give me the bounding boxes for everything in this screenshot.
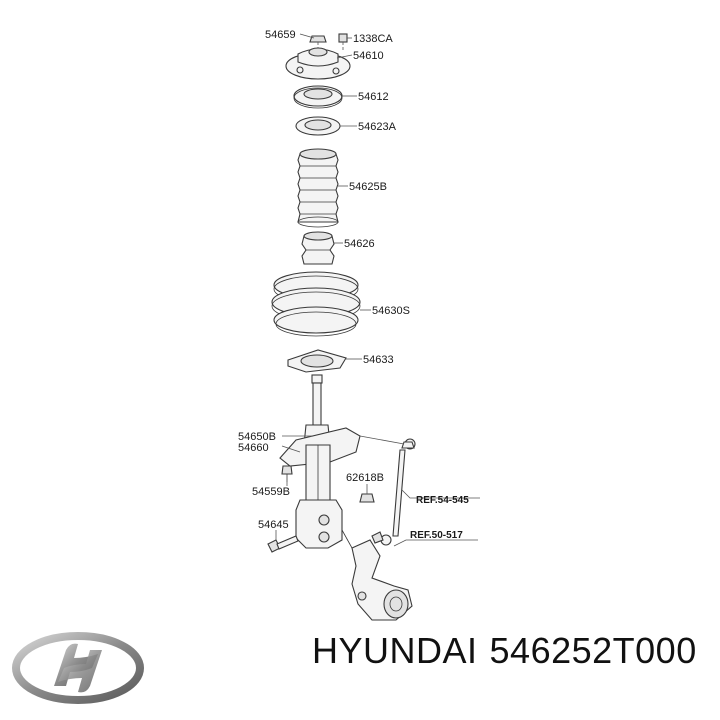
label-54559B: 54559B xyxy=(252,486,290,498)
label-54633: 54633 xyxy=(363,354,394,366)
nut-62618B xyxy=(359,493,375,503)
bearing-54612 xyxy=(293,85,343,109)
label-54612: 54612 xyxy=(358,91,389,103)
label-54623A: 54623A xyxy=(358,121,397,133)
spring-pad-54623A xyxy=(295,116,341,136)
spring-pad-54633 xyxy=(287,349,347,373)
top-mount-54610 xyxy=(285,47,351,80)
steering-knuckle xyxy=(341,529,413,621)
bump-stop-54626 xyxy=(301,231,335,265)
part-caption: HYUNDAI 546252T000 xyxy=(312,630,712,686)
bolt-54645 xyxy=(267,535,299,553)
label-54650B: 54650B xyxy=(238,431,276,443)
label-54610: 54610 xyxy=(353,50,384,62)
label-1338CA: 1338CA xyxy=(353,33,393,45)
label-54660: 54660 xyxy=(238,442,269,454)
label-54659: 54659 xyxy=(265,29,296,41)
ref-50-517: REF.50-517 xyxy=(410,530,463,541)
label-54625B: 54625B xyxy=(349,181,387,193)
label-54645: 54645 xyxy=(258,519,289,531)
coil-spring-54630S xyxy=(271,271,361,337)
stabilizer-link xyxy=(359,435,416,546)
part-number: 546252T000 xyxy=(489,630,697,671)
strut-assembly-54650B xyxy=(279,374,361,549)
hyundai-logo-icon xyxy=(12,632,144,704)
brand-name: HYUNDAI xyxy=(312,630,478,671)
nut-54659 xyxy=(309,35,327,48)
dust-boot-54625B xyxy=(297,148,339,228)
label-62618B: 62618B xyxy=(346,472,384,484)
label-54626: 54626 xyxy=(344,238,375,250)
label-54630S: 54630S xyxy=(372,305,410,317)
ref-54-545: REF.54-545 xyxy=(416,495,469,506)
nut-1338CA xyxy=(338,33,348,50)
bolt-54559B xyxy=(281,465,293,482)
